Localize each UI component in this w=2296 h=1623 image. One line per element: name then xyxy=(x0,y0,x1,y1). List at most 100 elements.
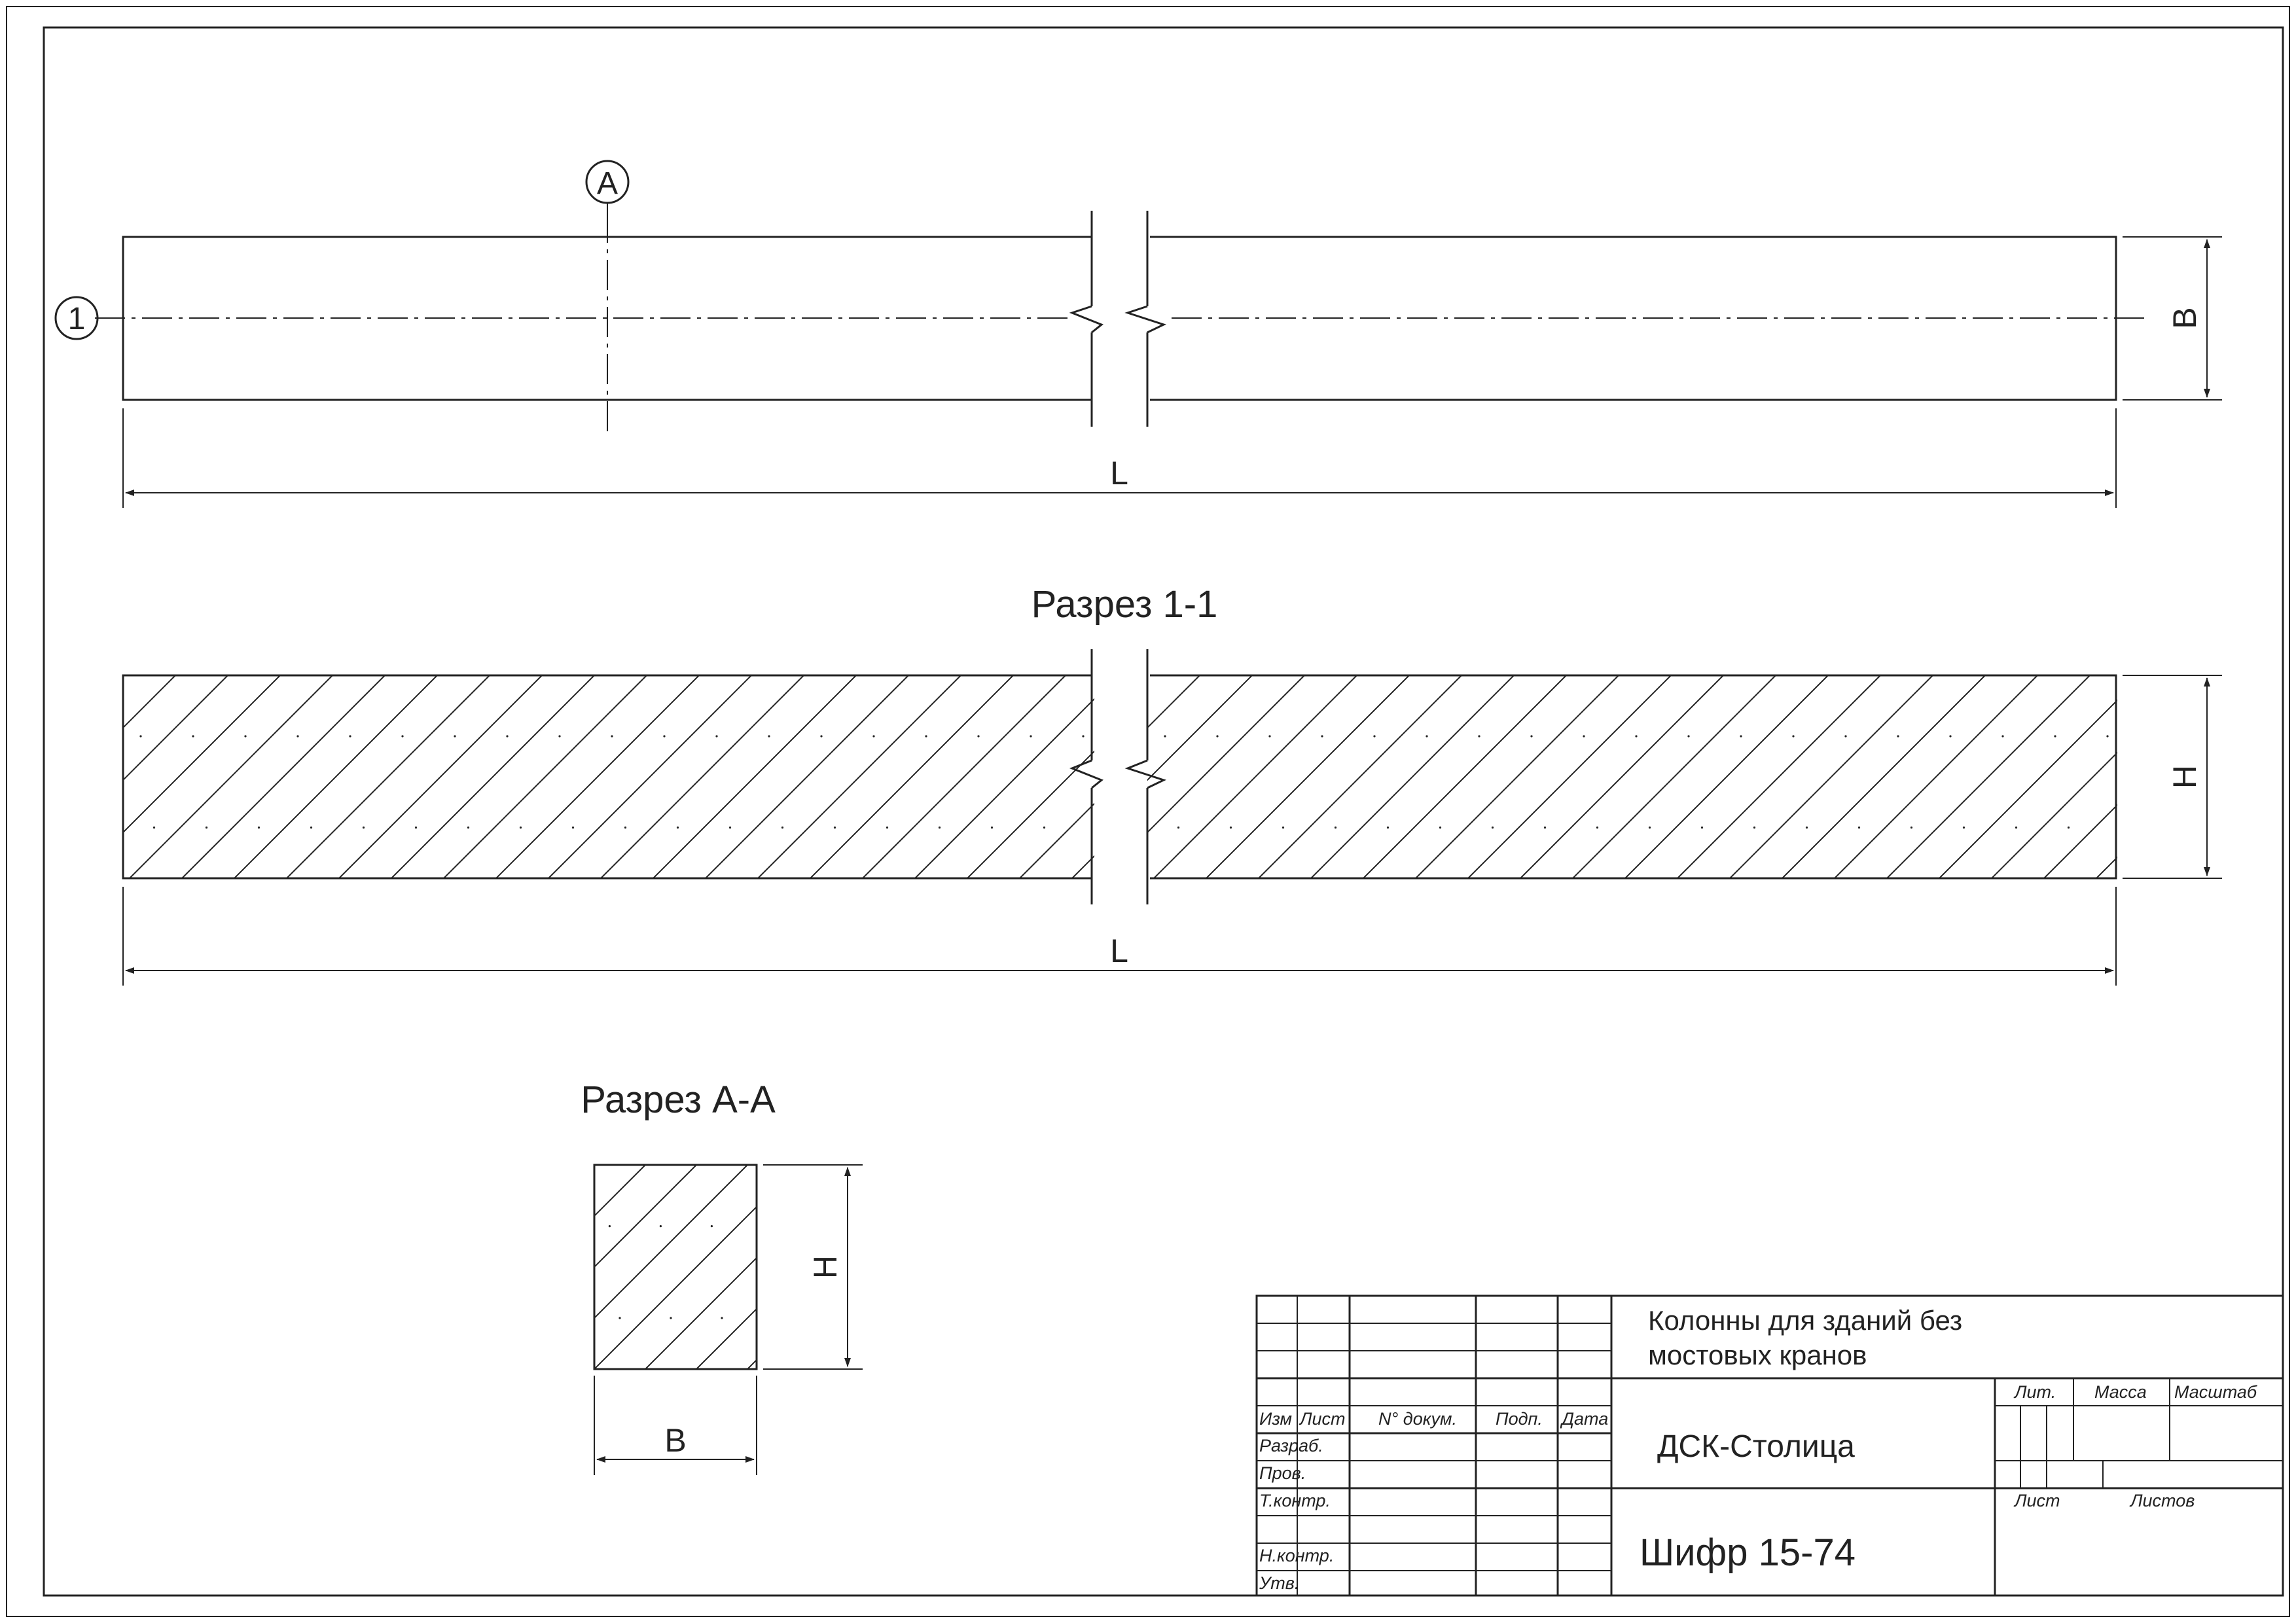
hatch-line xyxy=(548,675,752,878)
aggregate-dot xyxy=(1216,735,1219,738)
hatch-line xyxy=(600,675,804,878)
aggregate-dot xyxy=(1125,827,1127,829)
axis-marker-1-label: 1 xyxy=(68,302,86,336)
section-right-part xyxy=(1150,674,2117,880)
aggregate-dot xyxy=(1096,827,1098,829)
masshtab-label: Масштаб xyxy=(2174,1382,2257,1402)
axis-lines xyxy=(95,213,2148,433)
hatch-line xyxy=(1153,675,1357,878)
hatch-line xyxy=(1206,675,1410,878)
aggregate-dot xyxy=(820,735,823,738)
aggregate-dot xyxy=(966,1225,968,1227)
hatch-line xyxy=(2043,804,2117,878)
hatch-line xyxy=(1147,675,1305,834)
aggregate-dot xyxy=(1844,735,1847,738)
aggregate-dot xyxy=(1805,826,1808,829)
aggregate-dot xyxy=(1134,735,1136,737)
aggregate-dot xyxy=(2172,827,2174,829)
aggregate-dot xyxy=(823,1317,825,1319)
aggregate-dot xyxy=(611,735,613,738)
hatch-line xyxy=(862,675,1066,878)
aggregate-dot xyxy=(1949,735,1952,738)
aggregate-dot xyxy=(1239,735,1241,737)
hatch-line xyxy=(1147,675,1200,729)
aggregate-dot xyxy=(1282,826,1285,829)
hatch-line xyxy=(181,675,386,878)
aggregate-dot xyxy=(938,826,941,829)
dimension-B-square xyxy=(594,1376,757,1475)
dimension-H-section xyxy=(2123,675,2222,879)
aggregate-dot xyxy=(1530,735,1533,738)
hatch-line xyxy=(705,675,909,878)
aggregate-dot xyxy=(2263,735,2265,737)
concrete-hatching-square xyxy=(465,1165,968,1369)
dimension-H-square-label: H xyxy=(807,1255,844,1279)
aggregate-dot xyxy=(310,826,313,829)
aggregate-dot xyxy=(401,735,404,738)
aggregate-dot xyxy=(977,735,980,738)
aggregate-dot xyxy=(1187,735,1189,737)
aggregate-dot xyxy=(772,1317,774,1319)
aggregate-dot xyxy=(663,735,666,738)
aggregate-dot xyxy=(2159,735,2161,737)
dimension-L-section-label: L xyxy=(1110,933,1128,969)
hatch-line xyxy=(1019,802,1094,878)
hatch-line xyxy=(757,675,961,878)
aggregate-dot xyxy=(715,735,718,738)
hatch-line xyxy=(1363,675,1567,878)
hatch-line xyxy=(1991,751,2117,878)
hatch-line xyxy=(645,1257,757,1369)
aggregate-dot xyxy=(864,1225,866,1227)
aggregate-dot xyxy=(1111,735,1113,737)
aggregate-dot xyxy=(1962,826,1965,829)
aggregate-dot xyxy=(1177,826,1180,829)
aggregate-dot xyxy=(1596,826,1599,829)
row-prov: Пров. xyxy=(1259,1463,1306,1483)
hatch-line xyxy=(810,675,1014,878)
hatch-line xyxy=(696,1308,757,1369)
hatch-line xyxy=(495,675,700,878)
dimension-B-square-label: B xyxy=(664,1422,686,1459)
listov-label: Листов xyxy=(2129,1491,2195,1510)
hatch-line xyxy=(594,1165,748,1319)
hatch-line xyxy=(1729,675,1933,878)
dimension-B-plan xyxy=(2123,236,2222,401)
outer-frame xyxy=(6,6,2290,1617)
aggregate-dot xyxy=(152,826,156,829)
hatch-line xyxy=(914,698,1094,878)
aggregate-dot xyxy=(1386,826,1390,829)
aggregate-dot xyxy=(2067,826,2070,829)
aggregate-dot xyxy=(1020,827,1022,829)
aggregate-dot xyxy=(1073,827,1075,829)
hatch-line xyxy=(1467,675,1672,878)
aggregate-dot xyxy=(205,826,208,829)
dimension-H-section-label: H xyxy=(2166,765,2203,789)
aggregate-dot xyxy=(2054,735,2056,738)
col-podp: Подп. xyxy=(1496,1409,1543,1429)
aggregate-dot xyxy=(2225,827,2227,829)
hatch-line xyxy=(1147,675,1148,677)
hatch-line xyxy=(123,675,124,677)
break-zigzag-right xyxy=(1124,305,1167,334)
aggregate-dot xyxy=(257,826,260,829)
aggregate-dot xyxy=(721,1317,723,1319)
aggregate-dot xyxy=(1082,735,1085,738)
aggregate-dot xyxy=(465,1317,467,1319)
hatch-line xyxy=(1415,675,1619,878)
aggregate-dot xyxy=(781,826,784,829)
concrete-hatching-right xyxy=(1020,675,2265,878)
aggregate-dot xyxy=(519,826,522,829)
product-name-line1: Колонны для зданий без xyxy=(1648,1305,1962,1336)
hatch-line xyxy=(594,1205,757,1369)
aggregate-dot xyxy=(1910,826,1913,829)
aggregate-dot xyxy=(1491,826,1494,829)
aggregate-dot xyxy=(1740,735,1742,738)
product-name-line2: мостовых кранов xyxy=(1648,1340,1867,1370)
aggregate-dot xyxy=(349,735,351,738)
hatch-line xyxy=(653,675,857,878)
hatch-line xyxy=(129,675,333,878)
section-1-1-title: Разрез 1-1 xyxy=(1031,583,1218,626)
concrete-hatching-left xyxy=(123,675,1241,878)
aggregate-dot xyxy=(676,826,679,829)
